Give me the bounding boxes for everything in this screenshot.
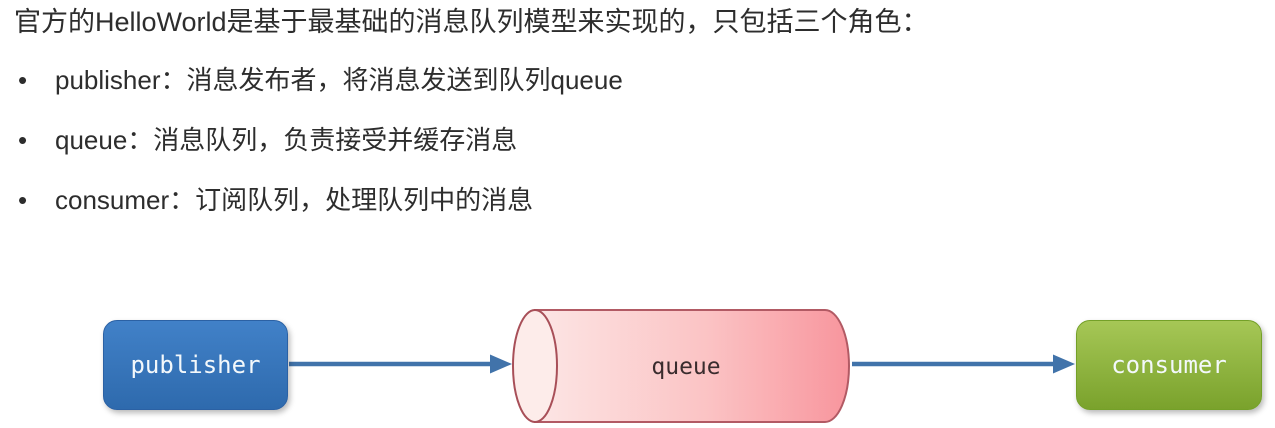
list-item-text-consumer: consumer：订阅队列，处理队列中的消息 bbox=[55, 185, 534, 215]
queue-label: queue bbox=[651, 354, 720, 380]
queue-cylinder-cap bbox=[512, 309, 558, 423]
list-item: • queue：消息队列，负责接受并缓存消息 bbox=[0, 122, 623, 158]
list-item-text-publisher: publisher：消息发布者，将消息发送到队列queue bbox=[55, 65, 623, 95]
bullet-marker: • bbox=[18, 65, 28, 95]
page-title: 官方的HelloWorld是基于最基础的消息队列模型来实现的，只包括三个角色： bbox=[14, 7, 929, 37]
queue-to-consumer-arrow bbox=[852, 354, 1075, 374]
bullet-marker: • bbox=[18, 125, 28, 155]
queue-node: queue bbox=[512, 309, 850, 423]
consumer-label: consumer bbox=[1111, 351, 1227, 379]
publisher-label: publisher bbox=[130, 351, 261, 379]
bullet-list: • publisher：消息发布者，将消息发送到队列queue • queue：… bbox=[0, 62, 623, 242]
list-item: • consumer：订阅队列，处理队列中的消息 bbox=[0, 182, 623, 218]
bullet-marker: • bbox=[18, 185, 28, 215]
publisher-node: publisher bbox=[103, 320, 288, 410]
publisher-to-queue-arrow bbox=[289, 354, 512, 374]
queue-cylinder-body bbox=[534, 309, 850, 423]
list-item-text-queue: queue：消息队列，负责接受并缓存消息 bbox=[55, 125, 518, 155]
consumer-node: consumer bbox=[1076, 320, 1262, 410]
list-item: • publisher：消息发布者，将消息发送到队列queue bbox=[0, 62, 623, 98]
